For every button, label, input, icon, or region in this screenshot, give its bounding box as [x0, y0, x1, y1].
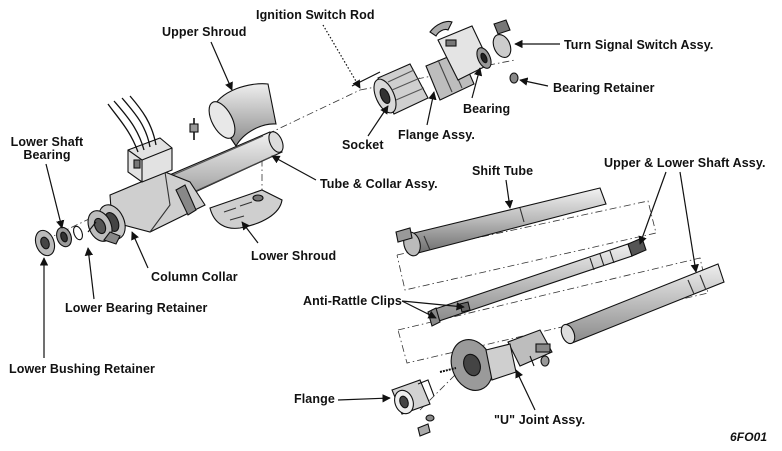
column-collar-part [87, 210, 121, 245]
label-column-collar: Column Collar [151, 270, 238, 284]
label-anti-rattle-clips: Anti-Rattle Clips [303, 294, 402, 308]
label-lower-shaft-bearing: Lower Shaft Bearing [8, 136, 86, 162]
label-lower-bushing-retainer: Lower Bushing Retainer [9, 362, 155, 376]
upper-lower-shaft-part [427, 237, 725, 345]
leader-lines [39, 24, 699, 411]
label-u-joint-assy: "U" Joint Assy. [494, 413, 586, 427]
tube-and-collar-part [98, 95, 284, 240]
label-turn-signal-switch-assy: Turn Signal Switch Assy. [564, 38, 714, 52]
upper-column-components [373, 19, 519, 115]
label-flange: Flange [294, 392, 335, 406]
u-joint-part [439, 329, 553, 391]
flange-part [391, 379, 435, 437]
shift-tube-part [395, 187, 607, 257]
label-flange-assy: Flange Assy. [398, 128, 475, 142]
lower-bearing-parts [34, 221, 97, 257]
label-upper-lower-shaft-assy: Upper & Lower Shaft Assy. [604, 156, 766, 170]
label-lower-shaft-bearing-line1: Lower Shaft [10, 135, 84, 149]
label-lower-bearing-retainer: Lower Bearing Retainer [65, 301, 208, 315]
label-bearing-retainer: Bearing Retainer [553, 81, 655, 95]
centerlines [44, 59, 709, 411]
label-upper-shroud: Upper Shroud [162, 25, 247, 39]
figure-code: 6FO01 [730, 430, 768, 444]
label-bearing: Bearing [463, 102, 511, 116]
label-shift-tube: Shift Tube [472, 164, 534, 178]
label-ignition-switch-rod: Ignition Switch Rod [256, 8, 375, 22]
label-lower-shroud: Lower Shroud [251, 249, 337, 263]
label-tube-collar-assy: Tube & Collar Assy. [320, 177, 438, 191]
label-lower-shaft-bearing-line2: Bearing [23, 148, 71, 162]
upper-shroud-part [208, 83, 277, 148]
lower-shroud-part [209, 189, 283, 229]
label-socket: Socket [342, 138, 384, 152]
